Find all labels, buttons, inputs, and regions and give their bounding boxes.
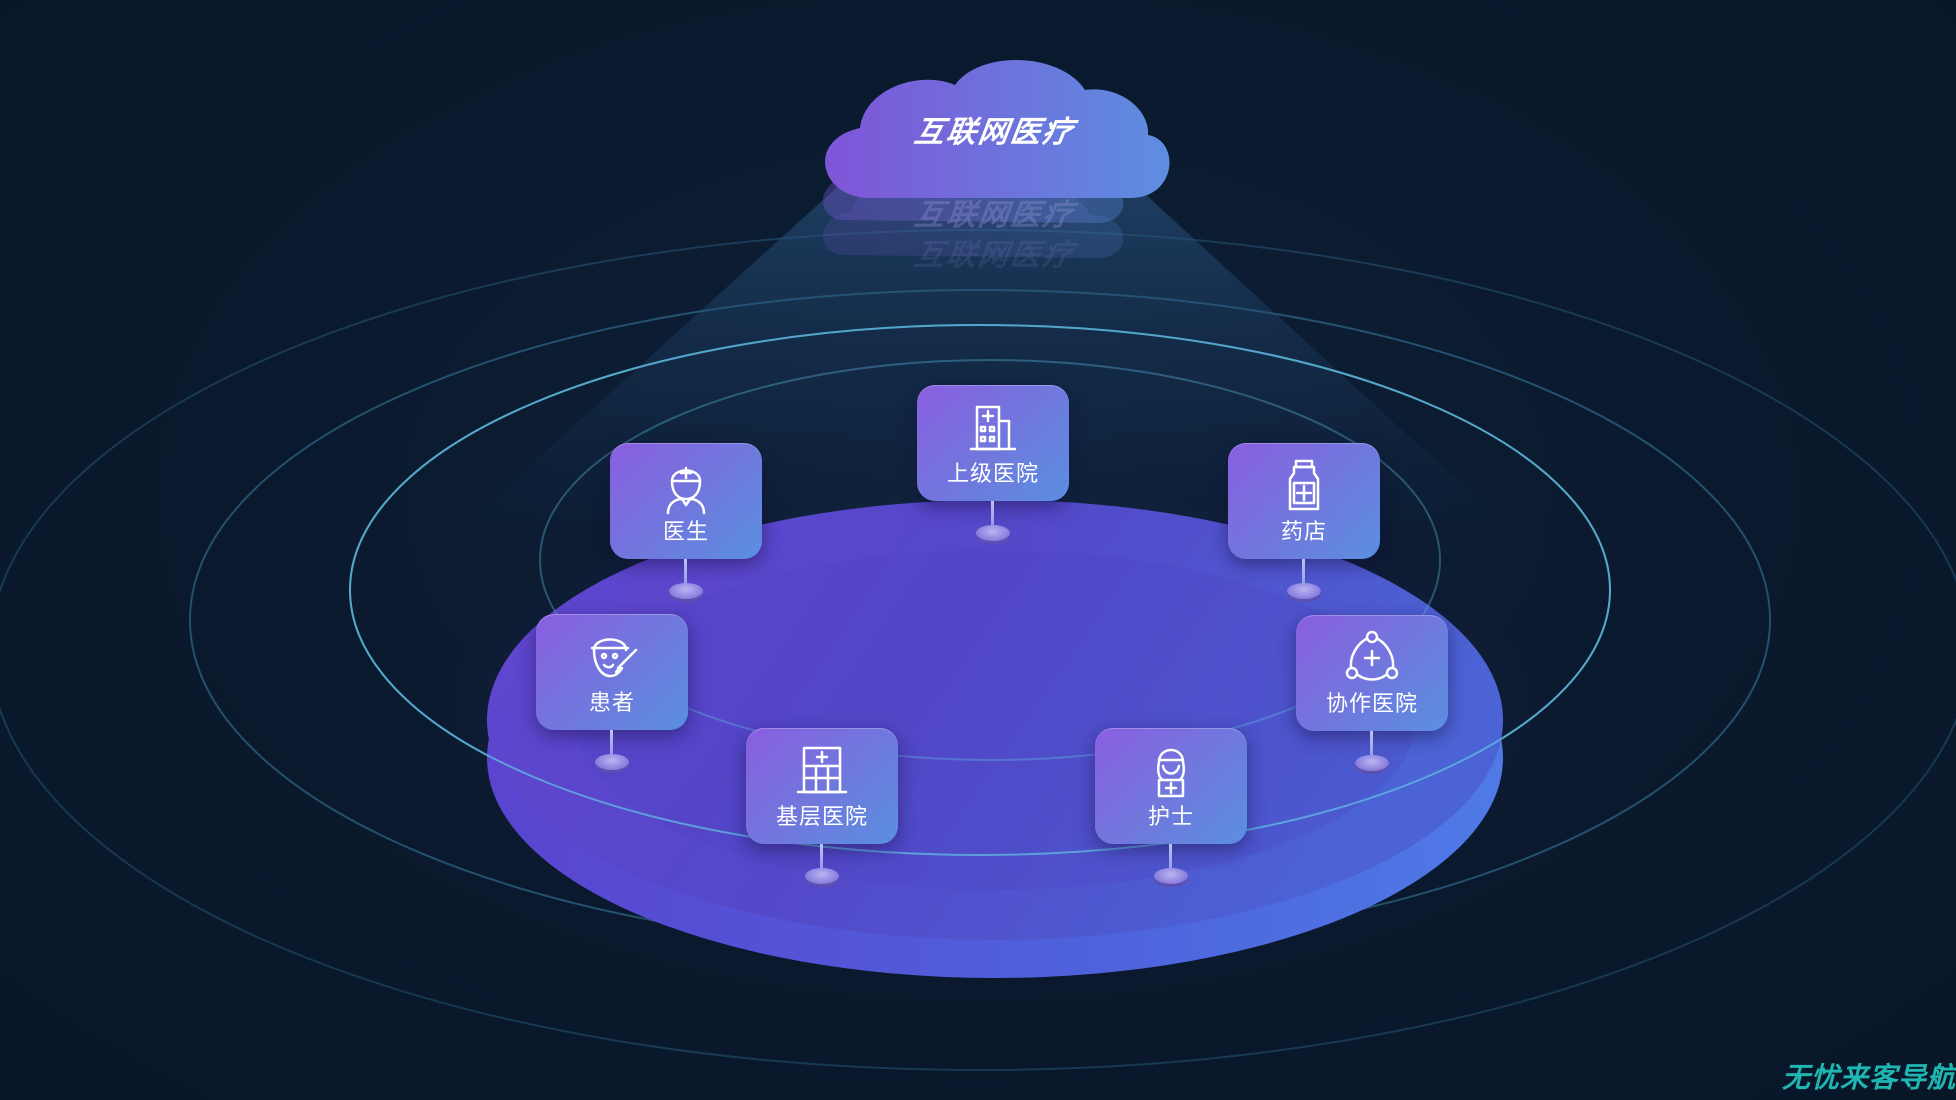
inner-ring-front	[349, 324, 1611, 856]
node-cooperative-hospital: 协作医院	[1296, 615, 1448, 731]
node-label-primary-hospital: 基层医院	[775, 805, 868, 830]
node-label-cooperative-hospital: 协作医院	[1325, 692, 1418, 717]
clinic-icon	[792, 740, 852, 800]
node-nurse: 护士	[1095, 728, 1247, 844]
hospital-building-icon	[963, 397, 1023, 457]
stem-doctor	[684, 559, 687, 589]
node-doctor: 医生	[610, 443, 762, 559]
cloud-title-reflection-faint: 互联网医疗	[912, 238, 1077, 273]
inner-ring-small	[539, 359, 1441, 761]
base-primary-hospital	[805, 868, 839, 884]
nurse-icon	[1141, 740, 1201, 800]
stem-primary-hospital	[820, 844, 823, 874]
node-label-doctor: 医生	[662, 520, 709, 545]
network-cross-icon	[1342, 627, 1402, 687]
base-doctor	[669, 583, 703, 599]
stem-pharmacy	[1302, 559, 1305, 589]
platform-inner-shade	[575, 550, 1415, 890]
node-patient: 患者	[536, 614, 688, 730]
doctor-icon	[656, 455, 716, 515]
patient-icon	[582, 626, 642, 686]
watermark: 无忧来客导航	[1781, 1061, 1956, 1094]
node-label-superior-hospital: 上级医院	[946, 462, 1039, 487]
node-superior-hospital: 上级医院	[917, 385, 1069, 501]
cloud: 互联网医疗 互联网医疗 互联网医疗	[815, 55, 1175, 273]
base-cooperative-hospital	[1355, 755, 1389, 771]
node-label-pharmacy: 药店	[1280, 520, 1327, 545]
node-pharmacy: 药店	[1228, 443, 1380, 559]
stem-cooperative-hospital	[1370, 731, 1373, 761]
base-nurse	[1154, 868, 1188, 884]
node-label-patient: 患者	[588, 691, 635, 716]
cloud-title: 互联网医疗	[912, 115, 1077, 150]
stem-nurse	[1169, 844, 1172, 874]
node-label-nurse: 护士	[1147, 805, 1194, 830]
stem-patient	[610, 730, 613, 760]
base-patient	[595, 754, 629, 770]
cloud-shape	[825, 60, 1170, 198]
node-primary-hospital: 基层医院	[746, 728, 898, 844]
stem-superior-hospital	[991, 501, 994, 531]
light-beam	[470, 180, 1500, 520]
cloud-title-reflection: 互联网医疗	[912, 198, 1077, 233]
base-pharmacy	[1287, 583, 1321, 599]
base-superior-hospital	[976, 525, 1010, 541]
medicine-bottle-icon	[1274, 455, 1334, 515]
